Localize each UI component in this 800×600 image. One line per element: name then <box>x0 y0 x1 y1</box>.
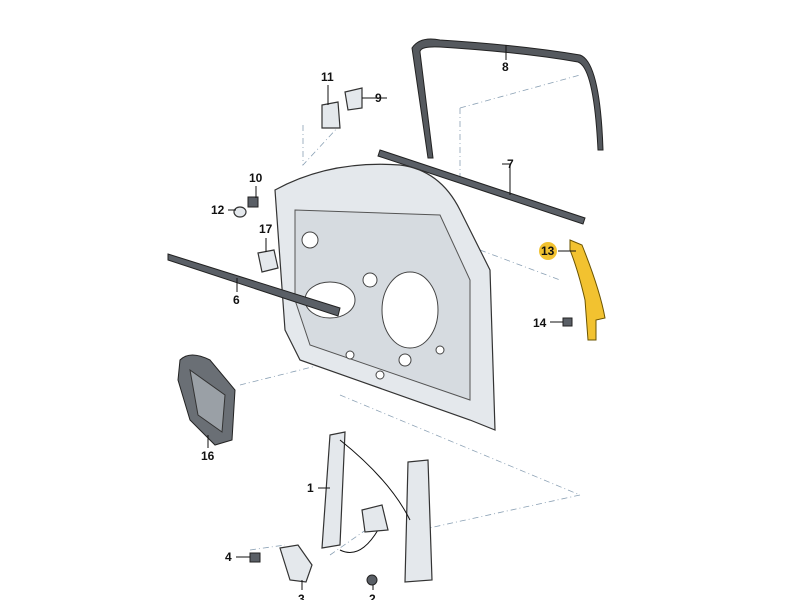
part-4-screw[interactable] <box>249 552 261 563</box>
label-1: 1 <box>307 481 314 495</box>
label-16: 16 <box>201 449 215 463</box>
part-2-nut[interactable] <box>366 574 378 586</box>
part-13-highlighted-trim[interactable] <box>569 239 606 341</box>
assembly-lines <box>239 74 582 556</box>
part-9-mirror-cover[interactable] <box>344 87 363 111</box>
part-16-grid <box>189 368 226 433</box>
part-17-cover[interactable] <box>257 249 279 273</box>
part-6-inner-strip[interactable] <box>167 253 341 317</box>
label-6: 6 <box>233 293 240 307</box>
label-3: 3 <box>298 592 305 600</box>
label-13-highlight <box>539 242 557 260</box>
label-10: 10 <box>249 171 263 185</box>
label-2: 2 <box>369 592 376 600</box>
label-8: 8 <box>502 60 509 74</box>
label-12: 12 <box>211 203 225 217</box>
label-13: 13 <box>541 244 555 258</box>
label-4: 4 <box>225 550 232 564</box>
part-14-clip[interactable] <box>562 317 573 327</box>
label-9: 9 <box>375 91 382 105</box>
part-12-cap[interactable] <box>233 206 247 218</box>
label-14: 14 <box>533 316 547 330</box>
part-3-motor[interactable] <box>279 544 313 583</box>
part-7-outer-strip[interactable] <box>377 149 586 225</box>
label-17: 17 <box>259 222 273 236</box>
label-7: 7 <box>507 157 514 171</box>
leader-lines <box>207 45 576 590</box>
label-11: 11 <box>321 70 334 84</box>
part-10-screw[interactable] <box>247 196 259 208</box>
part-11-bracket[interactable] <box>321 101 341 129</box>
part-1-window-regulator[interactable] <box>321 431 433 583</box>
part-8-window-seal[interactable] <box>411 38 604 159</box>
